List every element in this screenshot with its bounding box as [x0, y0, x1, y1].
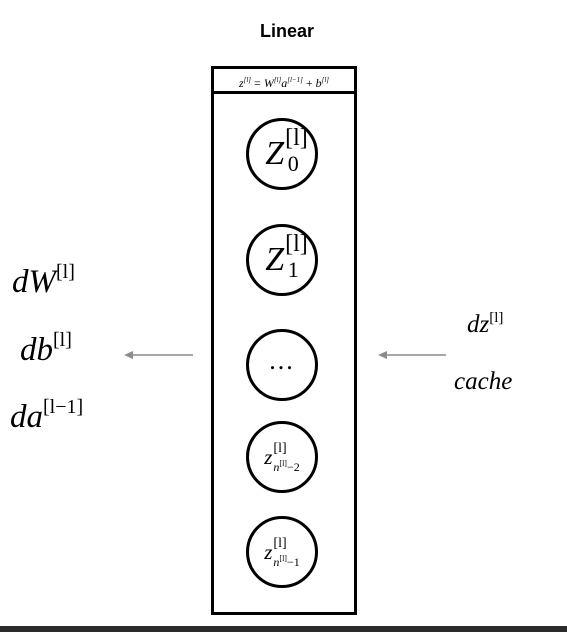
linear-equation: z[l] = W[l]a[l−1] + b[l]: [211, 66, 357, 94]
neuron-n-minus-2: z [l] n[l]−2: [246, 421, 318, 493]
eq-activation: a: [281, 76, 288, 90]
output-da: da[l−1]: [10, 396, 84, 435]
neuron-ellipsis: ...: [246, 329, 318, 401]
layer-title: Linear: [259, 21, 315, 41]
neuron-0: Z[l]0: [246, 118, 318, 190]
arrow-right: [378, 351, 446, 359]
eq-weight: W: [263, 76, 274, 90]
bottom-bar: [0, 626, 567, 632]
input-dz: dz[l]: [467, 310, 504, 338]
neuron-1: Z[l]1: [246, 224, 318, 296]
eq-lhs: z: [238, 76, 244, 90]
arrow-left: [124, 351, 193, 359]
input-cache: cache: [454, 368, 513, 395]
output-db: db[l]: [20, 329, 72, 368]
output-dW: dW[l]: [12, 261, 75, 300]
neuron-n-minus-1: z [l] n[l]−1: [246, 516, 318, 588]
eq-bias: b: [315, 76, 322, 90]
